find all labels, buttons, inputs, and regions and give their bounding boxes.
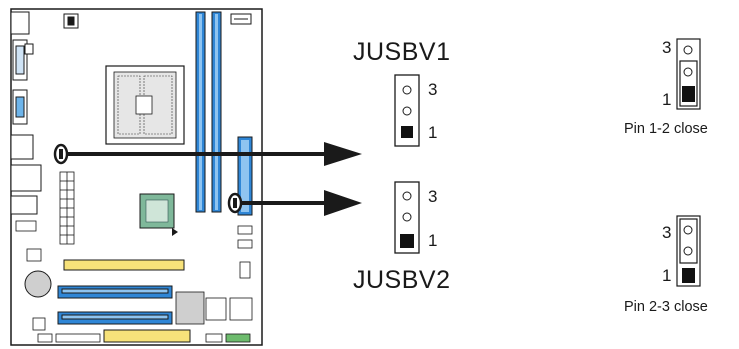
setting-b-jumper xyxy=(676,215,701,287)
chipset xyxy=(139,193,178,236)
jusbv1-pin-3-label: 3 xyxy=(428,80,438,99)
setting-b-pin-3-label: 3 xyxy=(662,223,672,242)
cpu-socket xyxy=(105,65,185,145)
jusbv2-jumper xyxy=(394,181,420,254)
bottom-components xyxy=(37,225,253,343)
setting-a-caption: Pin 1-2 close xyxy=(624,121,708,137)
top-components xyxy=(24,13,252,55)
jusbv2-pin-1-label: 1 xyxy=(428,231,438,250)
jusbv2-board-marker xyxy=(227,192,243,214)
jusbv2-title: JUSBV2 xyxy=(353,266,451,294)
arrow-to-jusbv2 xyxy=(241,190,362,216)
expansion-slots xyxy=(57,259,191,343)
setting-b-pin-1-label: 1 xyxy=(662,266,672,285)
setting-b-caption: Pin 2-3 close xyxy=(624,299,708,315)
setting-a-jumper xyxy=(676,38,701,110)
jusbv1-board-marker xyxy=(53,143,69,165)
jusbv1-jumper xyxy=(394,74,420,147)
jusbv1-title: JUSBV1 xyxy=(353,38,451,66)
dimm-slots xyxy=(195,11,222,213)
cmos-battery xyxy=(24,248,52,331)
jusbv1-pin-1-label: 1 xyxy=(428,123,438,142)
header-strip xyxy=(15,171,75,245)
rear-io-connectors xyxy=(10,11,42,215)
jusbv2-pin-3-label: 3 xyxy=(428,187,438,206)
setting-a-pin-3-label: 3 xyxy=(662,38,672,57)
setting-a-pin-1-label: 1 xyxy=(662,90,672,109)
arrow-to-jusbv1 xyxy=(67,142,362,166)
atx-power-connector xyxy=(237,136,253,216)
